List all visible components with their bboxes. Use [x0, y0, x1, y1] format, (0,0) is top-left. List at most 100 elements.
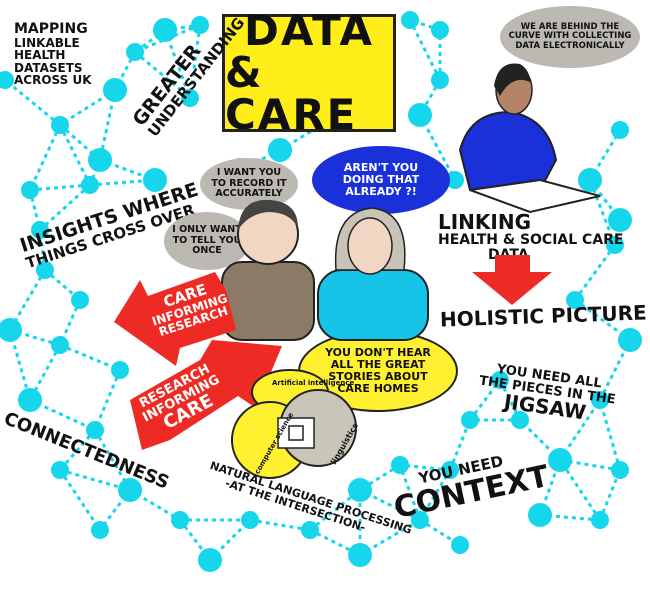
venn-ai-label: Artificial intelligence: [272, 379, 355, 387]
network-node: [268, 138, 292, 162]
nurse-figure: [458, 63, 601, 214]
network-node: [446, 171, 464, 189]
network-node: [441, 461, 459, 479]
network-node: [566, 291, 584, 309]
network-link: [598, 339, 632, 401]
title-line1: DATA: [243, 6, 374, 55]
network-link: [573, 244, 617, 301]
network-link: [309, 528, 361, 557]
network-link: [418, 469, 452, 521]
network-link: [309, 488, 361, 532]
network-node: [591, 511, 609, 529]
network-node: [528, 503, 552, 527]
network-link: [28, 344, 62, 401]
network-link: [408, 19, 442, 81]
network-node: [88, 148, 112, 172]
network-node: [181, 89, 199, 107]
mapping-label: MAPPING LINKABLE HEALTH DATASETS ACROSS …: [14, 22, 92, 87]
network-link: [59, 343, 121, 372]
network-link: [249, 518, 311, 532]
network-node: [606, 236, 624, 254]
network-node: [548, 448, 572, 472]
network-node: [618, 328, 642, 352]
text-line: HEALTH & SOCIAL CARE: [438, 232, 624, 248]
speech-bubble-once: I ONLY WANT TO TELL YOU ONCE: [164, 212, 250, 270]
network-node: [608, 208, 632, 232]
network-link: [89, 178, 156, 187]
network-node: [118, 478, 142, 502]
grey-haired-woman-figure: [317, 207, 429, 341]
network-node: [511, 411, 529, 429]
network-node: [241, 511, 259, 529]
network-node: [578, 168, 602, 192]
network-node: [103, 78, 127, 102]
network-link: [359, 488, 421, 522]
text-line: LINKING: [438, 210, 532, 234]
network-node: [591, 391, 609, 409]
network-node: [171, 511, 189, 529]
network-node: [198, 548, 222, 572]
network-node: [91, 521, 109, 539]
network-node: [153, 18, 177, 42]
title-board: DATA & CARE: [222, 10, 396, 136]
network-node: [51, 461, 69, 479]
network-link: [164, 23, 201, 32]
network-node: [348, 478, 372, 502]
network-node: [391, 456, 409, 474]
network-node: [36, 261, 54, 279]
network-node: [611, 461, 629, 479]
network-node: [301, 521, 319, 539]
network-link: [4, 78, 61, 127]
network-link: [93, 369, 122, 431]
network-node: [431, 21, 449, 39]
network-node: [71, 291, 89, 309]
research-informing-care-arrow: [130, 340, 282, 450]
network-node: [408, 103, 432, 127]
text-line: HEALTH: [14, 48, 66, 63]
network-node: [21, 181, 39, 199]
network-node: [18, 388, 42, 412]
network-link: [38, 183, 92, 232]
care-informing-research-arrow: [114, 272, 236, 366]
network-node: [51, 336, 69, 354]
network-node: [81, 176, 99, 194]
text-line: ACROSS UK: [14, 73, 92, 88]
network-node: [126, 43, 144, 61]
network-node: [191, 16, 209, 34]
network-node: [0, 318, 22, 342]
network-node: [111, 361, 129, 379]
network-node: [491, 371, 509, 389]
network-node: [611, 121, 629, 139]
network-link: [134, 28, 166, 54]
network-node: [401, 11, 419, 29]
speech-bubble-curve: WE ARE BEHIND THE CURVE WITH COLLECTING …: [500, 6, 640, 68]
network-link: [29, 183, 91, 192]
network-node: [431, 71, 449, 89]
text-line: MAPPING: [14, 21, 88, 37]
text-line: LINKABLE: [14, 35, 80, 50]
network-node: [451, 536, 469, 554]
network-node: [0, 71, 14, 89]
network-link: [134, 50, 191, 100]
network-node: [411, 511, 429, 529]
speech-bubble-stories: YOU DON'T HEAR ALL THE GREAT STORIES ABO…: [298, 330, 458, 412]
network-node: [86, 421, 104, 439]
speech-bubble-already: AREN'T YOU DOING THAT ALREADY ?!: [312, 146, 450, 214]
network-node: [31, 221, 49, 239]
network-node: [461, 411, 479, 429]
network-node: [51, 116, 69, 134]
network-link: [58, 124, 92, 186]
older-woman-figure: [221, 199, 315, 341]
text-line: DATASETS: [14, 60, 83, 75]
speech-bubble-record: I WANT YOU TO RECORD IT ACCURATELY: [200, 158, 298, 210]
title-line2: & CARE: [225, 48, 358, 139]
chip-icon: [277, 417, 315, 449]
network-node: [143, 168, 167, 192]
network-link: [28, 124, 62, 191]
network-link: [398, 464, 422, 521]
